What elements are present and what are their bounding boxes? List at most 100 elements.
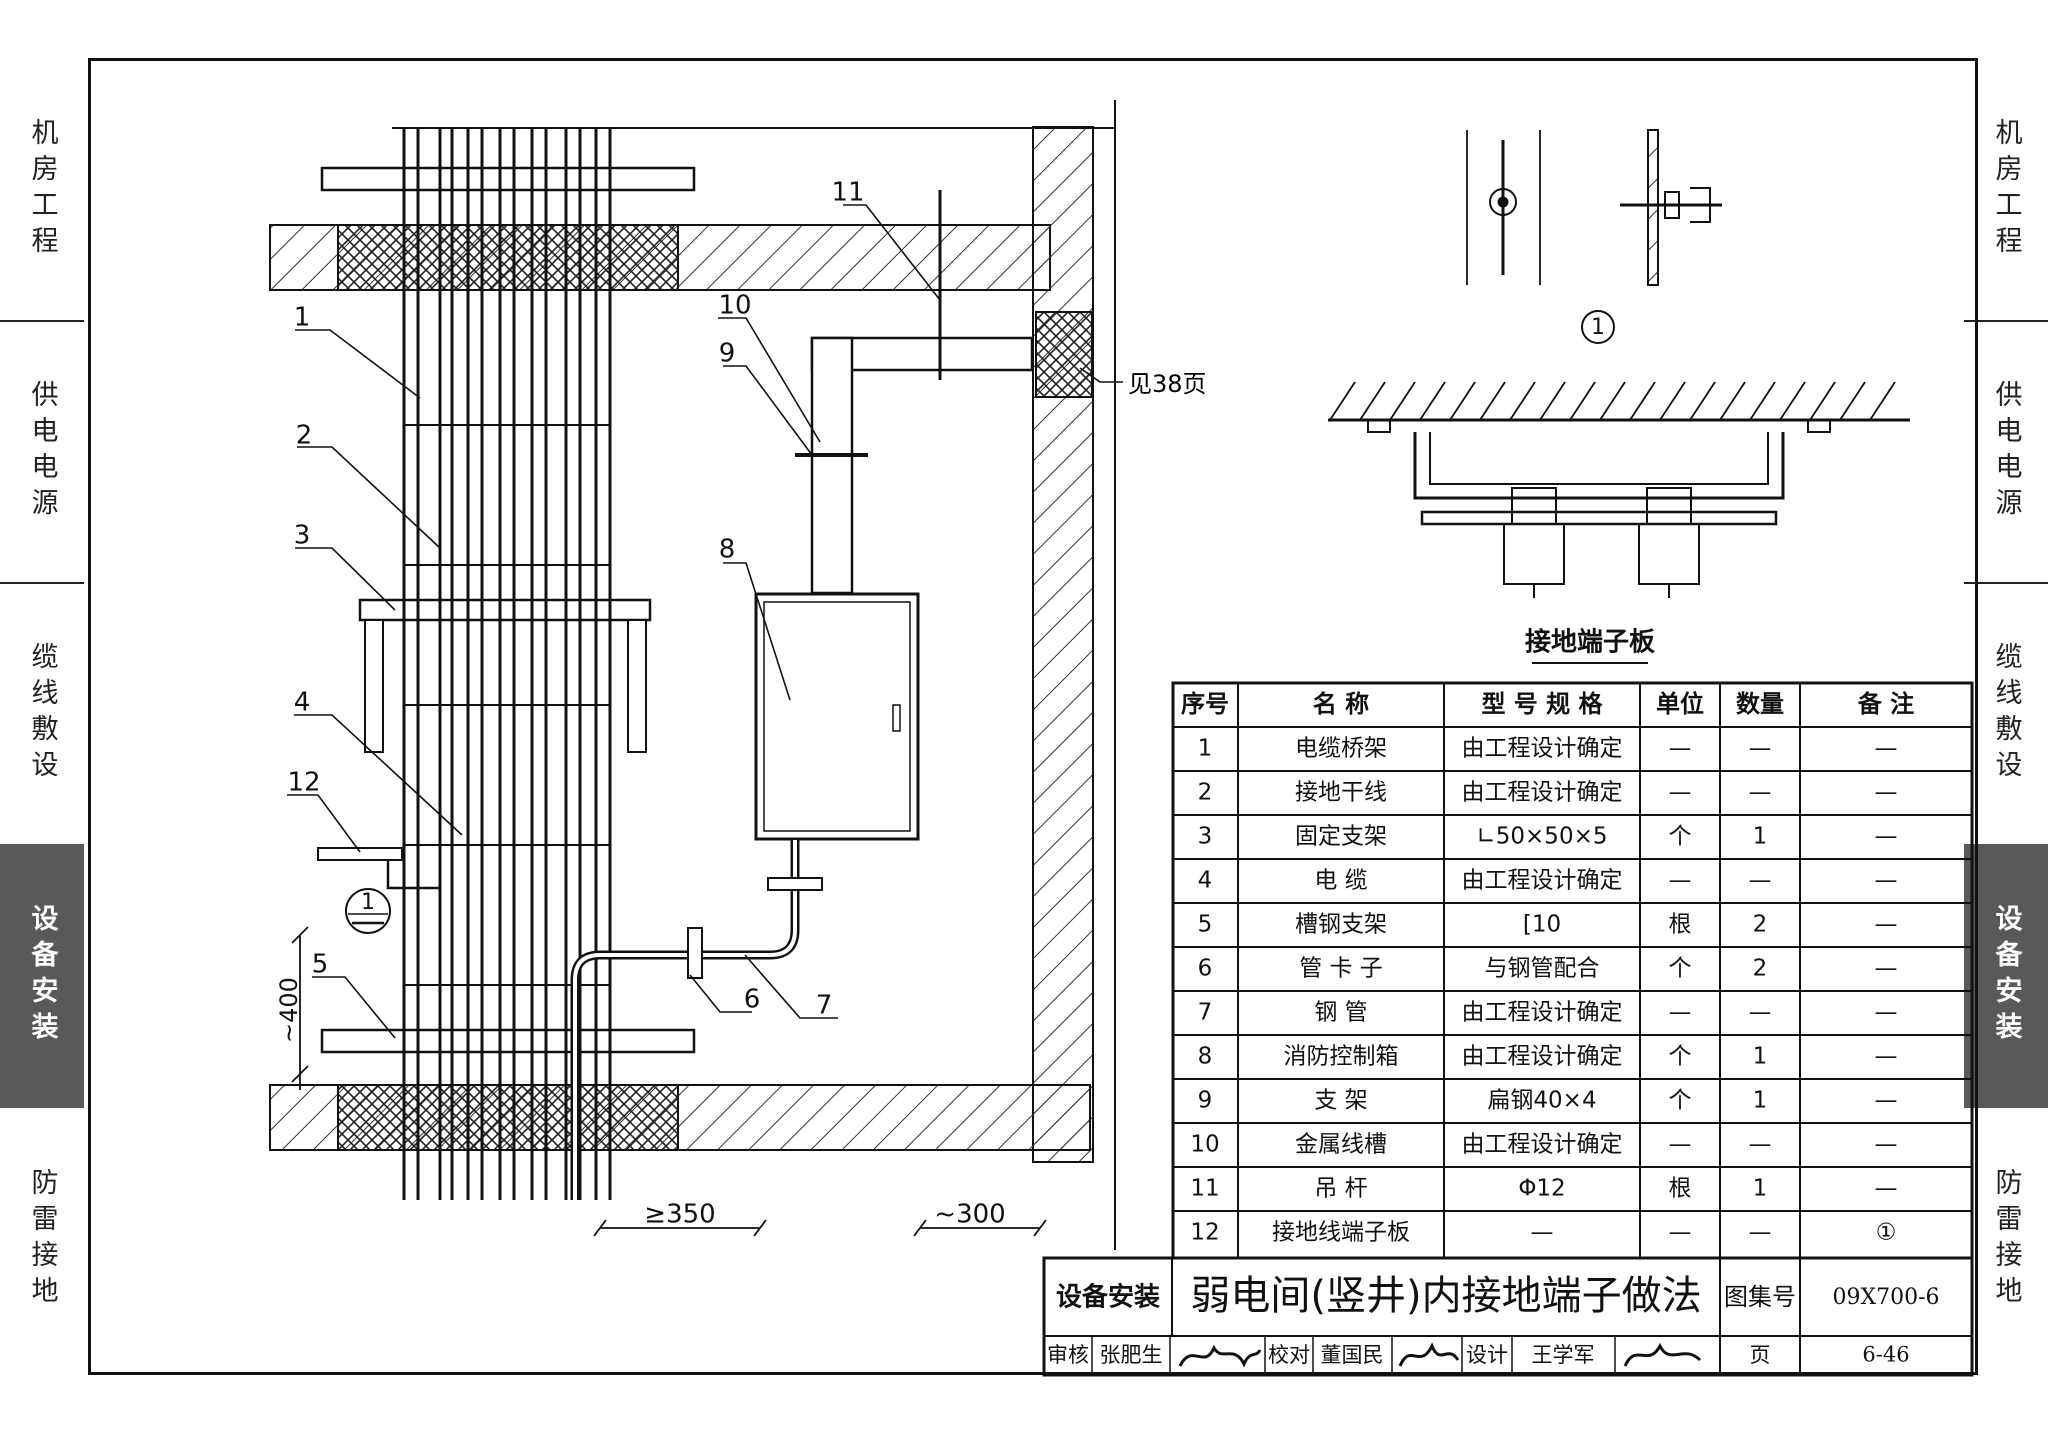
left-tab-1[interactable]: 供电电源 bbox=[0, 322, 84, 582]
page-label: 页 bbox=[1750, 1343, 1771, 1367]
table-header-unit: 单位 bbox=[1656, 690, 1704, 718]
left-tab-3[interactable]: 设备安装 bbox=[0, 844, 84, 1108]
callout-7: 7 bbox=[816, 991, 833, 1021]
steel-conduit-core bbox=[573, 840, 797, 1200]
designer-signature bbox=[1623, 1342, 1702, 1367]
see-page-note: 见38页 bbox=[1128, 370, 1207, 398]
callout-8: 8 bbox=[719, 535, 736, 565]
parts-table-grid bbox=[1171, 681, 1974, 1260]
table-cell-no: 10 bbox=[1190, 1132, 1219, 1158]
table-cell-name: 吊 杆 bbox=[1314, 1176, 1367, 1202]
table-cell-name: 固定支架 bbox=[1295, 824, 1387, 850]
table-cell-qty: 1 bbox=[1753, 1176, 1768, 1202]
table-cell-qty: — bbox=[1749, 1132, 1772, 1158]
left-tab-4[interactable]: 防雷接地 bbox=[0, 1110, 84, 1370]
right-tab-1[interactable]: 供电电源 bbox=[1964, 322, 2048, 582]
table-cell-spec: Φ12 bbox=[1518, 1176, 1565, 1202]
left-tab-2-label: 缆线敷设 bbox=[26, 642, 58, 786]
table-cell-qty: 2 bbox=[1753, 956, 1768, 982]
table-cell-note: — bbox=[1875, 780, 1898, 806]
table-cell-name: 支 架 bbox=[1314, 1088, 1367, 1114]
fire-control-box bbox=[754, 592, 920, 841]
table-cell-no: 6 bbox=[1198, 956, 1213, 982]
right-tab-2-label: 缆线敷设 bbox=[1990, 642, 2022, 786]
table-cell-spec: 由工程设计确定 bbox=[1462, 736, 1623, 762]
table-cell-unit: 个 bbox=[1669, 824, 1692, 850]
table-cell-spec: 由工程设计确定 bbox=[1462, 868, 1623, 894]
table-cell-unit: 个 bbox=[1669, 1044, 1692, 1070]
check-label: 校对 bbox=[1268, 1343, 1310, 1367]
table-cell-no: 3 bbox=[1198, 824, 1213, 850]
cable-tray bbox=[402, 128, 612, 1200]
left-tab-2[interactable]: 缆线敷设 bbox=[0, 584, 84, 844]
shaft-wall bbox=[1032, 126, 1094, 1163]
drawing-title: 弱电间(竖井)内接地端子做法 bbox=[1190, 1273, 1701, 1319]
channel-support-middle bbox=[358, 598, 652, 622]
callout-11: 11 bbox=[831, 178, 864, 208]
table-cell-spec: [10 bbox=[1523, 912, 1561, 938]
right-tab-4[interactable]: 防雷接地 bbox=[1964, 1110, 2048, 1370]
table-cell-spec: 由工程设计确定 bbox=[1462, 1000, 1623, 1026]
right-tab-0[interactable]: 机房工程 bbox=[1964, 60, 2048, 320]
table-header-qty: 数量 bbox=[1736, 690, 1784, 718]
detail-ref-circle-label: 1 bbox=[361, 890, 375, 915]
callout-9: 9 bbox=[719, 339, 736, 369]
table-cell-qty: 1 bbox=[1753, 1088, 1768, 1114]
table-cell-qty: 1 bbox=[1753, 824, 1768, 850]
channel-support-upper bbox=[320, 166, 696, 192]
table-cell-name: 接地干线 bbox=[1295, 780, 1387, 806]
table-cell-note: — bbox=[1875, 868, 1898, 894]
left-tab-divider bbox=[0, 582, 84, 584]
table-cell-no: 9 bbox=[1198, 1088, 1213, 1114]
table-cell-name: 电缆桥架 bbox=[1295, 736, 1387, 762]
detail-marker-circle bbox=[1581, 310, 1615, 344]
table-cell-name: 管 卡 子 bbox=[1299, 956, 1383, 982]
metal-trunking-vertical bbox=[810, 336, 854, 595]
callout-2: 2 bbox=[296, 421, 313, 451]
grounding-terminal-bar bbox=[317, 847, 403, 861]
table-cell-no: 11 bbox=[1190, 1176, 1219, 1202]
drawing-frame bbox=[88, 58, 1978, 1375]
right-tab-1-label: 供电电源 bbox=[1990, 380, 2022, 524]
dimensions bbox=[291, 926, 1047, 1237]
designer-name: 王学军 bbox=[1532, 1343, 1595, 1367]
detail-title: 接地端子板 bbox=[1525, 628, 1655, 658]
checker-signature bbox=[1398, 1342, 1460, 1367]
table-cell-name: 槽钢支架 bbox=[1295, 912, 1387, 938]
table-cell-note: — bbox=[1875, 1044, 1898, 1070]
table-cell-note: — bbox=[1875, 956, 1898, 982]
reviewer-name: 张肥生 bbox=[1100, 1343, 1163, 1367]
table-cell-name: 电 缆 bbox=[1314, 868, 1367, 894]
table-cell-name: 金属线槽 bbox=[1295, 1132, 1387, 1158]
table-cell-unit: — bbox=[1669, 1132, 1692, 1158]
right-tab-divider bbox=[1964, 582, 2048, 584]
left-tab-3-label: 设备安装 bbox=[26, 904, 58, 1048]
table-cell-spec: ∟50×50×5 bbox=[1477, 824, 1608, 850]
table-header-spec: 型 号 规 格 bbox=[1481, 690, 1603, 718]
table-cell-note: — bbox=[1875, 1176, 1898, 1202]
table-cell-qty: 1 bbox=[1753, 1044, 1768, 1070]
table-cell-qty: 2 bbox=[1753, 912, 1768, 938]
table-cell-qty: — bbox=[1749, 1220, 1772, 1246]
dim-gap2-label: ~300 bbox=[934, 1200, 1005, 1230]
left-tab-0[interactable]: 机房工程 bbox=[0, 60, 84, 320]
right-tab-divider bbox=[1964, 320, 2048, 322]
table-cell-qty: — bbox=[1749, 1000, 1772, 1026]
right-tab-2[interactable]: 缆线敷设 bbox=[1964, 584, 2048, 844]
table-cell-qty: — bbox=[1749, 868, 1772, 894]
detail-marker-label: 1 bbox=[1591, 315, 1605, 340]
callout-3: 3 bbox=[294, 521, 311, 551]
table-cell-unit: — bbox=[1669, 780, 1692, 806]
table-cell-no: 7 bbox=[1198, 1000, 1213, 1026]
callout-1: 1 bbox=[294, 303, 311, 333]
callout-leaders bbox=[287, 204, 1123, 1039]
table-cell-spec: — bbox=[1531, 1220, 1554, 1246]
right-tab-3[interactable]: 设备安装 bbox=[1964, 844, 2048, 1108]
title-category: 设备安装 bbox=[1056, 1283, 1160, 1313]
box-handle bbox=[892, 704, 901, 732]
left-tab-1-label: 供电电源 bbox=[26, 380, 58, 524]
slab-fire-seal-upper bbox=[337, 224, 679, 291]
table-cell-no: 1 bbox=[1198, 736, 1213, 762]
